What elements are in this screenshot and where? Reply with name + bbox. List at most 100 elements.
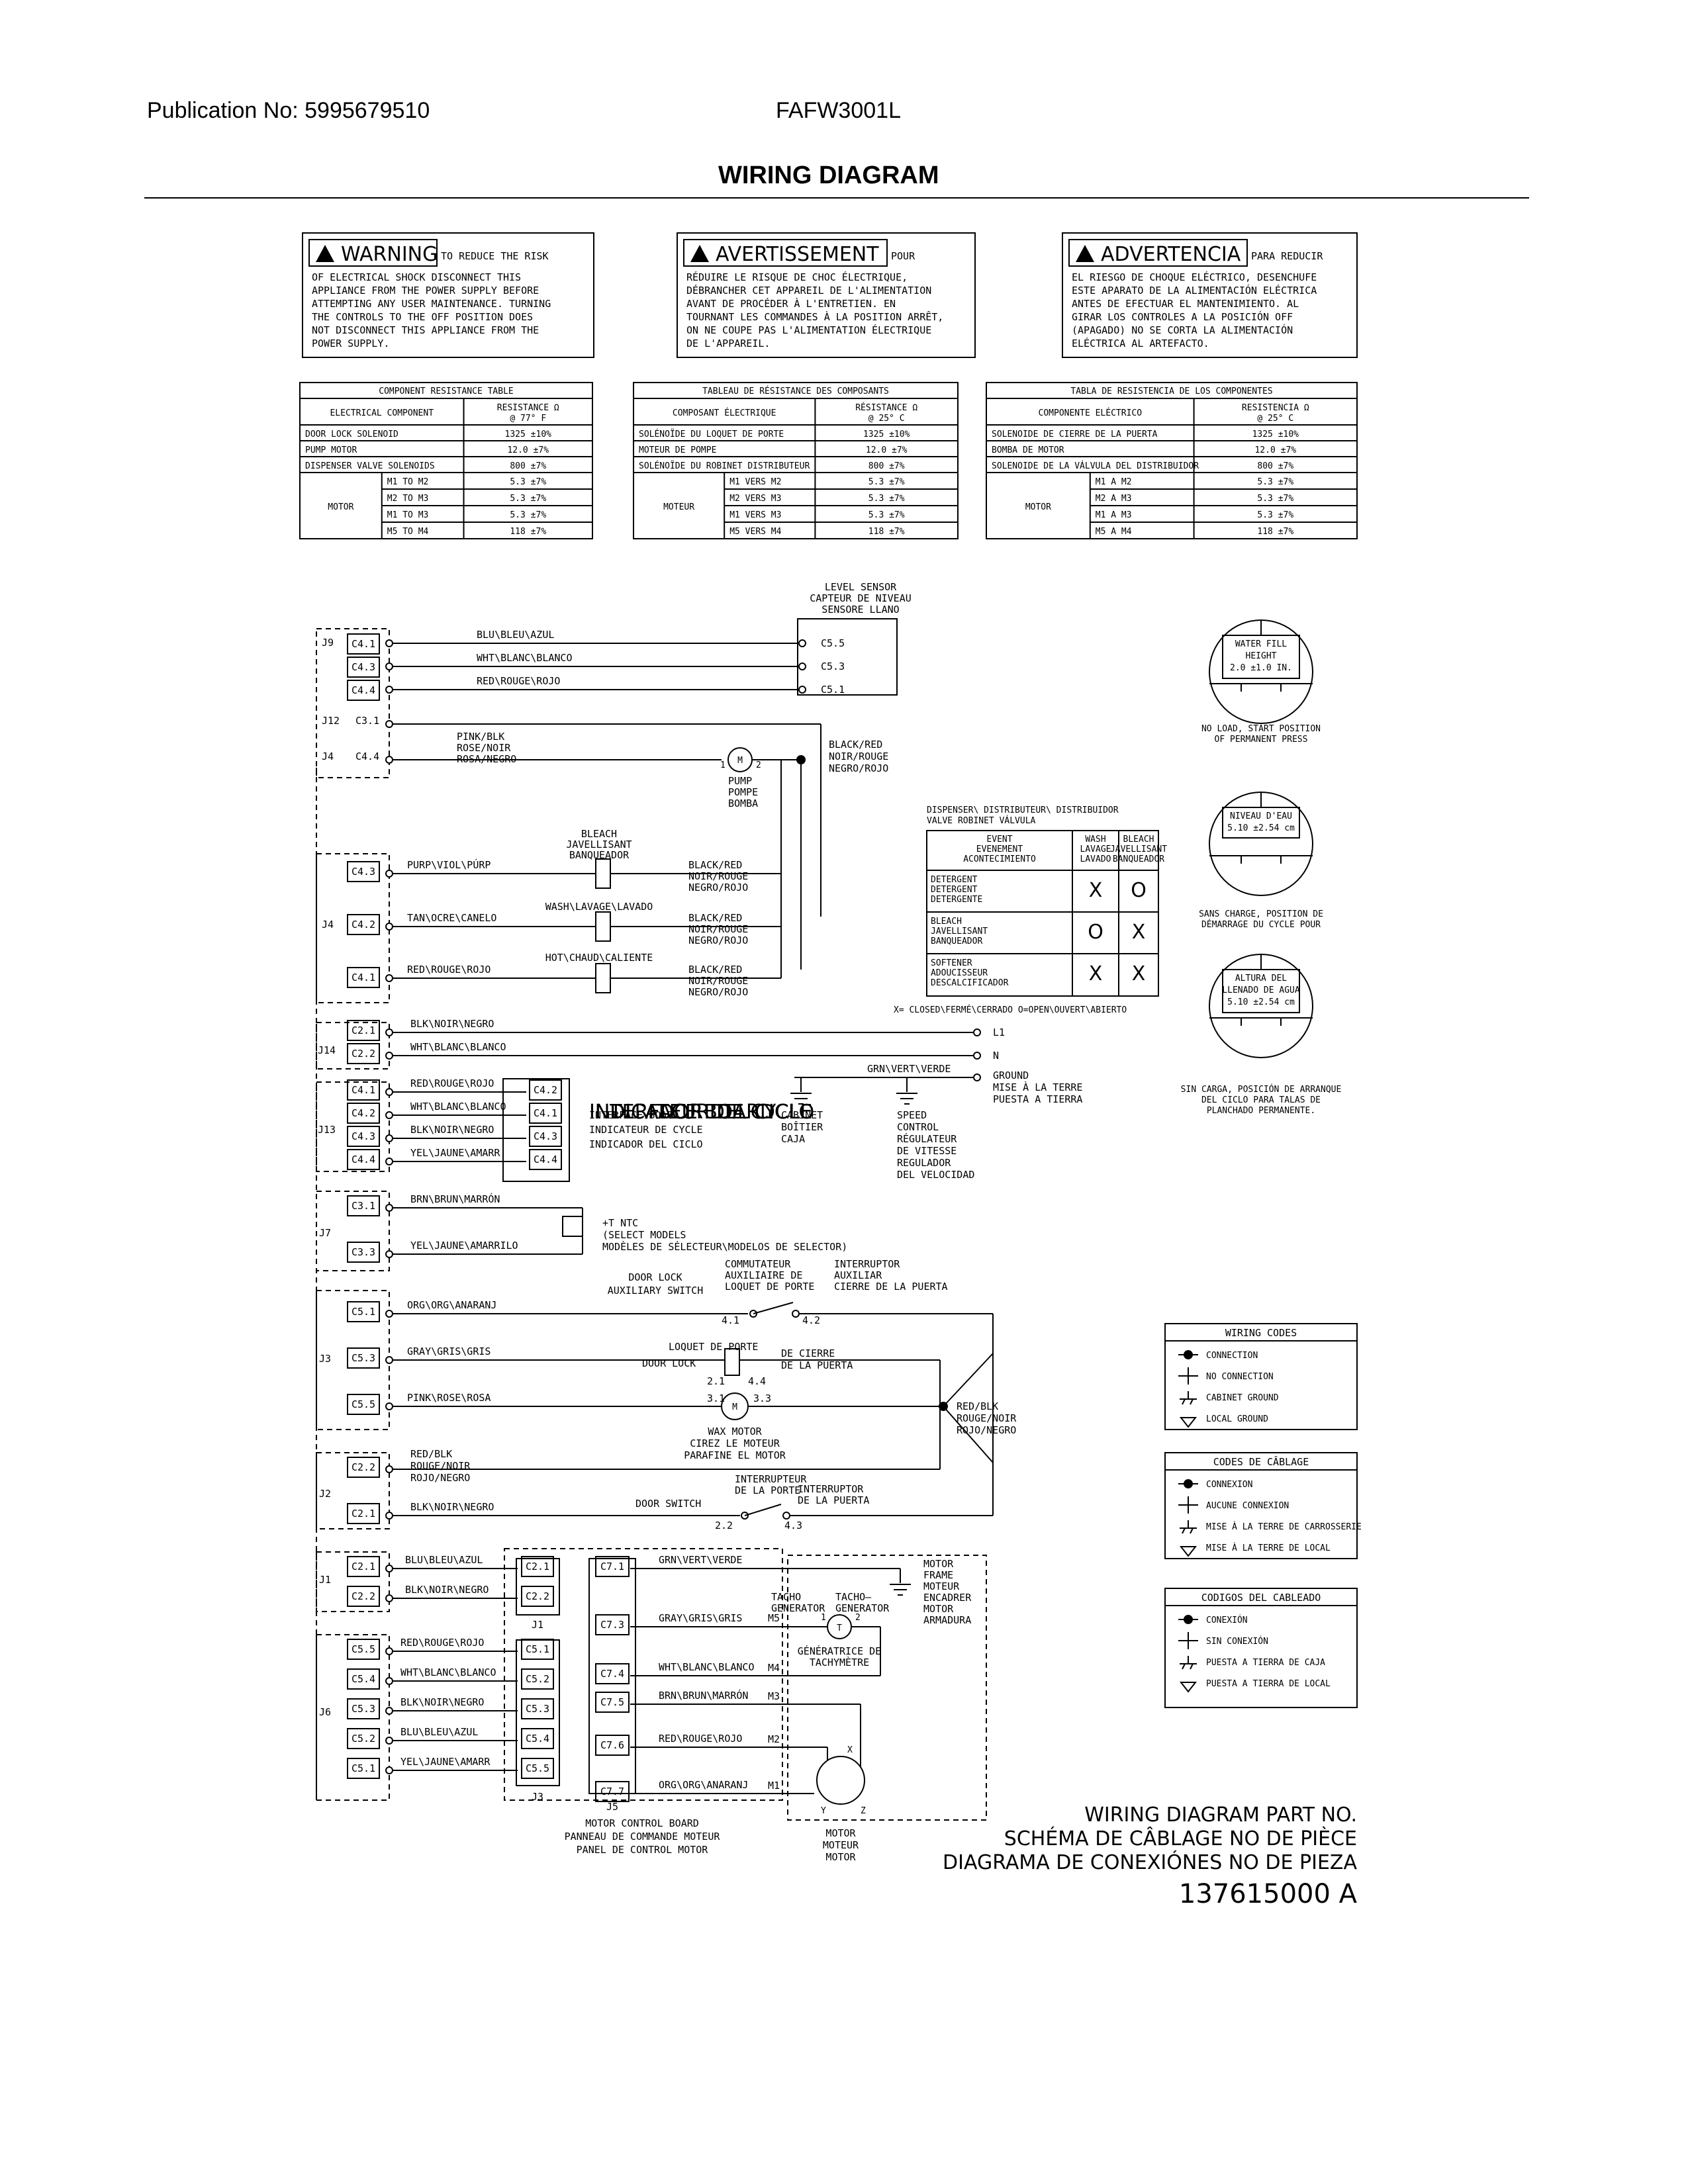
aux-switch-icon bbox=[753, 1302, 794, 1314]
pin-box bbox=[529, 1149, 562, 1170]
pin-label: C7.6 bbox=[600, 1739, 624, 1751]
terminal bbox=[385, 1647, 393, 1655]
level-sensor-box bbox=[797, 618, 898, 696]
table-title: TABLA DE RESISTENCIA DE LOS COMPONENTES bbox=[1070, 387, 1272, 396]
part-no-label: WIRING DIAGRAM PART NO. bbox=[1084, 1803, 1357, 1827]
dispenser-event: ADOUCISSEUR bbox=[931, 968, 988, 978]
wire-label: RED\ROUGE\ROJO bbox=[410, 1077, 494, 1089]
table-header: @ 77° F bbox=[510, 414, 546, 424]
water-gauge-caption: DÉMARRAGE DU CYCLE POUR bbox=[1201, 919, 1321, 930]
aux-switch-label: INTERRUPTOR bbox=[834, 1258, 900, 1270]
wire-label: GRN\VERT\VERDE bbox=[867, 1063, 951, 1075]
pin-label: C5.5 bbox=[352, 1398, 375, 1410]
table-header: @ 25° C bbox=[868, 414, 905, 424]
header-rule bbox=[144, 197, 1529, 199]
pin-label: 2.1 bbox=[707, 1375, 725, 1387]
wax-motor-label: M bbox=[732, 1402, 737, 1412]
water-gauge-caption: NO LOAD, START POSITION bbox=[1201, 724, 1321, 734]
aux-switch-label: LOQUET DE PORTE bbox=[725, 1281, 814, 1293]
connection-dot bbox=[1184, 1479, 1193, 1488]
wire-label: ROSA/NEGRO bbox=[457, 753, 516, 765]
pin-box bbox=[347, 1126, 380, 1147]
pin-label: C5.3 bbox=[352, 1703, 375, 1715]
dispenser-event: JAVELLISANT bbox=[931, 927, 988, 936]
tacho-label: TACHO– bbox=[835, 1591, 872, 1603]
pin-label: 3.3 bbox=[753, 1392, 771, 1404]
speed-control-label: SPEED bbox=[897, 1109, 927, 1121]
wire-label: ROUGE/NOIR bbox=[957, 1412, 1017, 1424]
dispenser-legend: X= CLOSED\FERMÉ\CERRADO O=OPEN\OUVERT\AB… bbox=[894, 1005, 1127, 1015]
terminal bbox=[973, 1052, 981, 1060]
pin-box bbox=[347, 1242, 380, 1263]
wire-label: BLU\BLEU\AZUL bbox=[405, 1554, 483, 1566]
terminal bbox=[385, 1594, 393, 1602]
wax-motor-label: CIREZ LE MOTEUR bbox=[690, 1437, 780, 1449]
table-header: RESISTENCIA Ω bbox=[1242, 403, 1309, 413]
valve-label: WASH\LAVAGE\LAVADO bbox=[545, 901, 653, 913]
wiring-codes-title: CODIGOS DEL CABLEADO bbox=[1201, 1592, 1321, 1604]
pin-box bbox=[521, 1698, 554, 1719]
symbol bbox=[1182, 1398, 1186, 1405]
wire-label: BRN\BRUN\MARRÓN bbox=[659, 1689, 748, 1702]
table-cell: 5.3 ±7% bbox=[1257, 494, 1293, 504]
wire-label: WHT\BLANC\BLANCO bbox=[477, 652, 573, 664]
pin-label: 2 bbox=[756, 760, 761, 770]
table-header: RÉSISTANCE Ω bbox=[855, 402, 917, 413]
wire-label: YEL\JAUNE\AMARR bbox=[400, 1756, 491, 1768]
pin-box bbox=[347, 1758, 380, 1779]
ground-label: GROUND bbox=[993, 1069, 1029, 1081]
dispenser-header: LAVAGE bbox=[1080, 844, 1111, 854]
wire-label: PINK/BLK bbox=[457, 731, 504, 743]
switch-contact bbox=[782, 1512, 790, 1520]
pin-box bbox=[347, 1457, 380, 1478]
pin-label: C4.2 bbox=[352, 919, 375, 931]
symbol bbox=[1190, 1663, 1194, 1670]
table-cell: MOTOR bbox=[1025, 502, 1051, 512]
wire-label: WHT\BLANC\BLANCO bbox=[410, 1101, 506, 1113]
dispenser-header: BANQUEADOR bbox=[1113, 854, 1164, 864]
connector-label: J9 bbox=[322, 637, 334, 649]
connector-label: J13 bbox=[318, 1124, 336, 1136]
aux-switch-label: AUXILIAIRE DE bbox=[725, 1269, 802, 1281]
pin-box bbox=[347, 1103, 380, 1124]
motor-control-board-label: PANNEAU DE COMMANDE MOTEUR bbox=[565, 1831, 721, 1843]
pin-box bbox=[521, 1758, 554, 1779]
symbol bbox=[1190, 1398, 1194, 1405]
table-cell: 5.3 ±7% bbox=[1257, 477, 1293, 487]
pin-label: C5.4 bbox=[526, 1733, 549, 1745]
pin-label: C2.2 bbox=[352, 1048, 375, 1060]
table-cell: M1 A M3 bbox=[1096, 510, 1132, 520]
local-ground-icon bbox=[1179, 1546, 1197, 1557]
water-gauge-label: HEIGHT bbox=[1246, 651, 1277, 661]
warning-text: ESTE APARATO DE LA ALIMENTACIÓN ELÉCTRIC… bbox=[1072, 284, 1317, 296]
pin-label: 3.1 bbox=[707, 1392, 725, 1404]
level-sensor-terminal bbox=[798, 662, 806, 670]
warning-text: (APAGADO) NO SE CORTA LA ALIMENTACIÓN bbox=[1072, 324, 1293, 336]
wire-label: BRN\BRUN\MARRÓN bbox=[410, 1193, 500, 1205]
warning-triangle-icon bbox=[1076, 245, 1094, 262]
motor-frame-label: MOTOR bbox=[923, 1603, 954, 1615]
warning-label-box bbox=[308, 239, 438, 267]
wire-label: RED\ROUGE\ROJO bbox=[659, 1733, 742, 1745]
table-cell: 1325 ±10% bbox=[505, 430, 552, 439]
pin-label: C2.2 bbox=[526, 1590, 549, 1602]
wire-label: NEGRO/ROJO bbox=[688, 934, 748, 946]
cabinet-label: CAJA bbox=[781, 1133, 805, 1145]
table-cell: M2 TO M3 bbox=[387, 494, 429, 504]
pin-box bbox=[521, 1668, 554, 1690]
valve-label: JAVELLISANT bbox=[566, 839, 632, 850]
pin-label: 4.1 bbox=[722, 1314, 739, 1326]
water-gauge-label-box bbox=[1222, 635, 1300, 679]
wire-label: BLK\NOIR\NEGRO bbox=[410, 1124, 494, 1136]
aux-switch-label: COMMUTATEUR bbox=[725, 1258, 791, 1270]
table-cell: M1 VERS M2 bbox=[729, 477, 781, 487]
wire-label: TAN\OCRE\CANELO bbox=[407, 912, 496, 924]
pin-label: C3.1 bbox=[355, 715, 379, 727]
table-cell: M5 A M4 bbox=[1096, 527, 1132, 537]
warning-text: PARA REDUCIR bbox=[1251, 250, 1323, 262]
terminal bbox=[385, 1565, 393, 1572]
pin-label: C4.4 bbox=[534, 1154, 557, 1165]
water-gauge-label-box bbox=[1222, 807, 1300, 839]
valve-label: BANQUEADOR bbox=[569, 849, 630, 861]
resistance-table-fr bbox=[633, 382, 959, 539]
